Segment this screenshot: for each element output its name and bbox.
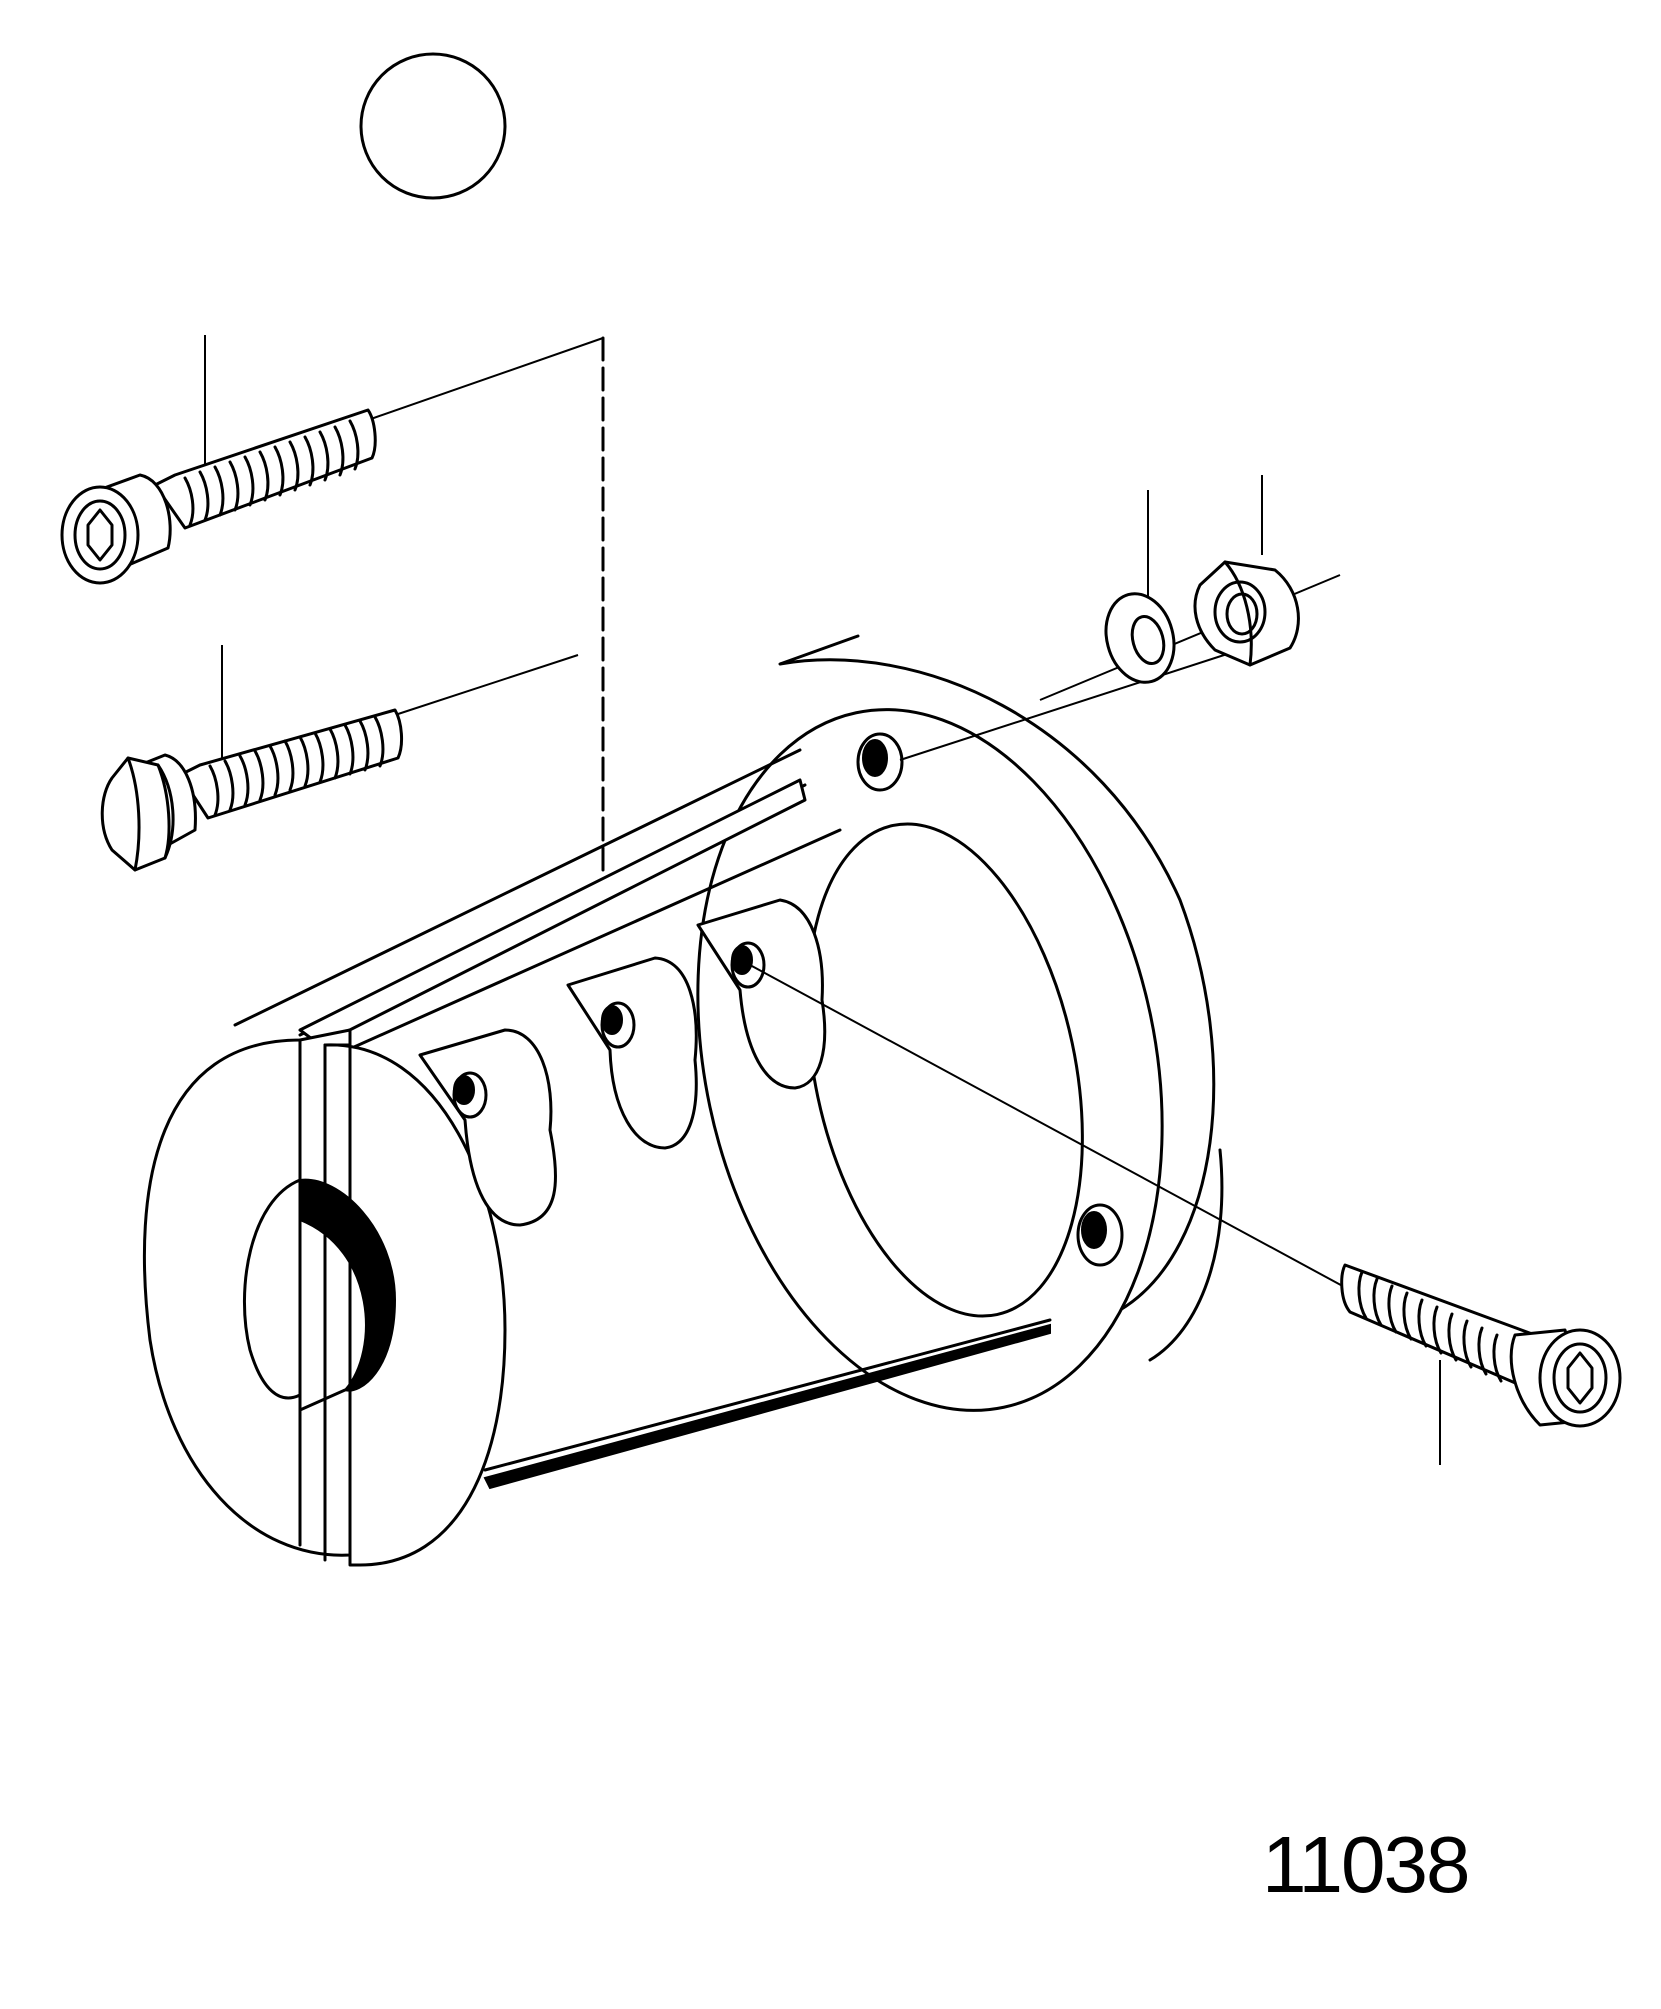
washer[interactable] [1096, 586, 1183, 690]
hex-nut[interactable] [1193, 560, 1300, 667]
ball[interactable] [359, 52, 507, 200]
hex-bolt[interactable] [100, 708, 404, 872]
figure-number: 11038 [1262, 1820, 1471, 1909]
socket-head-screw-lower[interactable] [1340, 1263, 1622, 1428]
shaft-coupling-flange[interactable] [142, 634, 1224, 1567]
socket-head-screw-upper[interactable] [60, 408, 377, 585]
